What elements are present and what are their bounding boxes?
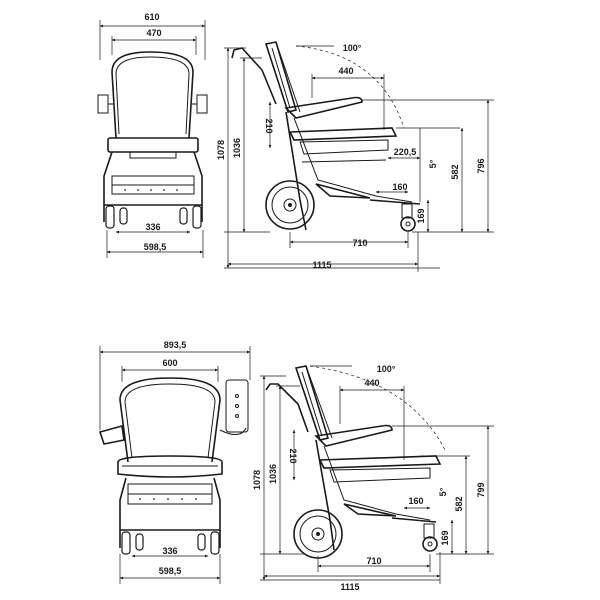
right-handle: [196, 94, 208, 114]
seat-cushion: [117, 455, 223, 478]
lower-frame-tube: [293, 117, 413, 203]
dim-label: 1078: [216, 140, 226, 160]
dim-label: 1115: [340, 582, 359, 592]
backrest-side: [264, 41, 298, 113]
dim-label: 210: [264, 118, 274, 133]
side-view-top: 1078 1036 210 100° 440 220,5 5° 582 796 …: [216, 41, 494, 272]
left-handle: [97, 94, 109, 114]
push-handle: [231, 47, 277, 105]
dim-label: 600: [162, 358, 177, 368]
front-caster: [422, 536, 438, 552]
dim-label: 598,5: [159, 566, 182, 576]
backrest-side: [294, 365, 330, 441]
dim-label: 169: [416, 208, 426, 223]
side-panel: [225, 379, 249, 433]
right-frame: [193, 151, 203, 222]
left-caster: [119, 207, 128, 225]
left-wheel: [121, 531, 131, 555]
seat: [107, 137, 199, 153]
footrest-bar: [391, 517, 437, 523]
backrest: [111, 51, 194, 139]
dim-label: 440: [364, 378, 379, 388]
armrest: [314, 424, 393, 447]
backrest-inner: [115, 56, 190, 135]
dim-label: 210: [288, 448, 298, 463]
push-handle: [265, 383, 309, 433]
dim-label: 799: [476, 482, 486, 497]
rear-frame-tube: [285, 111, 307, 231]
dim-label: 220,5: [394, 147, 417, 157]
left-frame: [119, 477, 127, 548]
right-wheel: [192, 205, 202, 229]
dim-label: 5°: [428, 159, 438, 168]
dim-label: 1036: [268, 464, 278, 484]
dim-label: 470: [146, 28, 161, 38]
dim-label: 169: [440, 530, 450, 545]
right-caster: [197, 533, 206, 551]
dim-label: 796: [476, 158, 486, 173]
seat-frame: [299, 139, 389, 155]
frame-gusset: [343, 503, 397, 517]
seat-side: [318, 455, 442, 469]
left-wheel: [105, 205, 115, 229]
dim-label: 1036: [232, 138, 242, 158]
seat-side: [288, 127, 398, 141]
dim-label: 1115: [312, 260, 331, 270]
seat-plate: [129, 151, 177, 159]
dim-label: 610: [144, 12, 159, 22]
dim-label: 1078: [252, 470, 262, 490]
dim-label: 336: [145, 222, 160, 232]
dim-label: 100°: [377, 364, 396, 374]
recline-arc: [295, 45, 405, 129]
caster-fork: [401, 203, 413, 219]
front-view-top: 610 470 336 598,5: [97, 12, 208, 258]
lower-frame-tube: [323, 445, 431, 521]
seat-frame: [329, 467, 431, 483]
dim-label: 710: [352, 238, 367, 248]
rear-wheel: [265, 180, 315, 230]
dim-label: 160: [392, 182, 407, 192]
frame-gusset: [315, 183, 371, 199]
left-frame: [103, 151, 113, 222]
backrest: [119, 377, 221, 463]
side-view-bottom: 1078 1036 210 100° 440 5° 582 799 160 16…: [252, 364, 494, 592]
right-wheel: [210, 531, 220, 555]
dim-label: 710: [366, 556, 381, 566]
right-caster: [179, 207, 188, 225]
left-armrest: [98, 424, 125, 445]
dim-label: 336: [162, 546, 177, 556]
panel-holes: [124, 189, 178, 191]
armrest: [284, 96, 363, 119]
dim-label: 598,5: [144, 242, 167, 252]
panel-holes: [139, 498, 197, 500]
dim-label: 582: [450, 164, 460, 179]
footrest-bar: [369, 199, 421, 205]
caster-fork: [423, 523, 435, 539]
front-caster: [400, 216, 416, 232]
dim-label: 582: [454, 496, 464, 511]
dim-label: 893,5: [164, 340, 187, 350]
dim-label: 440: [338, 66, 353, 76]
front-view-bottom: 893,5 600 336 598,5: [98, 340, 251, 584]
dim-label: 5°: [438, 487, 448, 496]
right-frame: [213, 477, 221, 548]
dim-label: 100°: [343, 43, 362, 53]
left-caster: [135, 533, 144, 551]
dim-label: 160: [408, 496, 423, 506]
